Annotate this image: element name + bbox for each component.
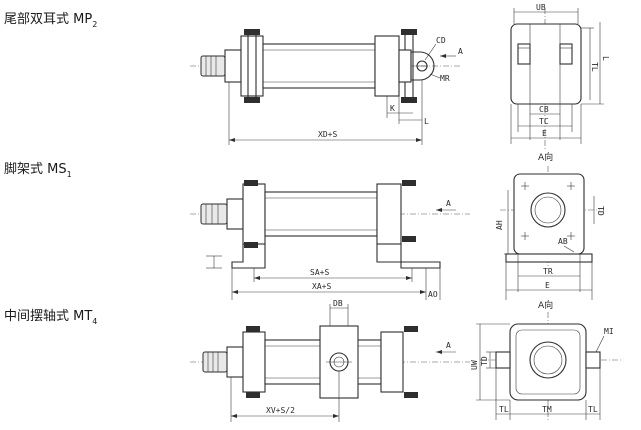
cylinder-tube — [264, 191, 378, 237]
clevis-eye — [410, 51, 435, 81]
clevis-slot-left — [517, 43, 531, 65]
piston-rod — [200, 55, 226, 77]
heading-mt4: 中间摆轴式 MT4 — [4, 309, 97, 326]
dim-tl-left: TL — [499, 405, 509, 414]
label-a: A — [458, 47, 463, 56]
rear-head — [376, 183, 402, 245]
front-head — [242, 331, 266, 393]
rod-gland — [226, 198, 244, 230]
tie-rod-nut — [246, 392, 260, 398]
dim-td: TD — [596, 206, 605, 216]
mt4-side-view: DB A XV+S/2 — [190, 299, 470, 422]
dim-xv-s2: XV+S/2 — [266, 406, 295, 415]
dim-uw: UW — [470, 360, 479, 370]
clevis-block — [398, 49, 412, 83]
dim-sa-s: SA+S — [310, 268, 329, 277]
dim-tl-right: TL — [588, 405, 598, 414]
dim-xd-s: XD+S — [318, 130, 337, 139]
tie-rod-nut — [401, 29, 417, 35]
dim-td: TD — [480, 356, 489, 366]
cylinder-tube — [262, 43, 376, 89]
tie-rod-nut — [404, 392, 418, 398]
clevis-slot-right — [559, 43, 573, 65]
rear-head — [380, 331, 404, 393]
label-a: A — [446, 199, 451, 208]
tie-rod-nut — [404, 326, 418, 332]
trunnion-pin-left — [495, 351, 511, 369]
dim-ub: UB — [536, 3, 546, 12]
tie-rod-nut — [402, 180, 416, 186]
tie-rod-nut — [244, 29, 260, 35]
rear-foot — [376, 244, 441, 269]
trunnion-end-outline — [509, 323, 587, 401]
dim-xa-s: XA+S — [312, 282, 331, 291]
rod-gland — [224, 49, 242, 83]
ms1-side-view: A SA+S XA+S AO — [190, 180, 470, 300]
dim-ao: AO — [428, 290, 438, 299]
tie-rod-nut — [244, 180, 258, 186]
piston-rod — [200, 203, 228, 225]
label-a: A — [446, 341, 451, 350]
heading-ms1: 脚架式 MS1 — [4, 161, 72, 179]
dim-cb: CB — [539, 105, 549, 114]
view-label-a: A向 — [538, 299, 553, 311]
mp2-side-view: CD MR A XD+S K L — [190, 29, 463, 145]
dim-tc: TC — [539, 117, 549, 126]
rod-bore — [529, 341, 567, 379]
front-foot — [231, 244, 266, 269]
dim-tl: TL — [590, 62, 599, 72]
tie-rod-nut — [246, 326, 260, 332]
dim-tm: TM — [542, 405, 552, 414]
foot-plate — [505, 253, 593, 263]
mp2-end-view: UB TL L CB TC E — [510, 3, 610, 150]
heading-mp2: 尾部双耳式 MP2 — [4, 12, 97, 29]
tie-rod-nut — [401, 97, 417, 103]
dim-db: DB — [333, 299, 343, 308]
front-head — [242, 183, 266, 245]
view-label-a: A向 — [538, 151, 553, 163]
dim-e: E — [542, 129, 547, 138]
label-mr: MR — [440, 74, 450, 83]
piston-rod — [202, 351, 228, 373]
tie-rod-nut — [244, 97, 260, 103]
tie-rod-nut — [402, 236, 416, 242]
dim-ab: AB — [558, 237, 568, 246]
rear-head — [374, 35, 400, 97]
mt4-end-view: A向 MI UW TD TL TM TL — [470, 299, 622, 420]
dim-k: K — [390, 104, 395, 113]
dim-ah: AH — [495, 220, 504, 230]
dim-l: L — [424, 117, 429, 126]
label-mi: MI — [604, 327, 614, 336]
front-head — [240, 35, 264, 97]
dim-e: E — [545, 281, 550, 290]
trunnion-pin-right — [585, 351, 601, 369]
ms1-end-view: A向 AH TD AB TR E — [495, 151, 605, 300]
label-cd: CD — [436, 36, 446, 45]
rod-gland — [226, 346, 244, 378]
rod-bore — [530, 192, 566, 228]
dim-tr: TR — [543, 267, 553, 276]
dim-l-side: L — [601, 56, 610, 61]
tie-rod-nut — [244, 242, 258, 248]
